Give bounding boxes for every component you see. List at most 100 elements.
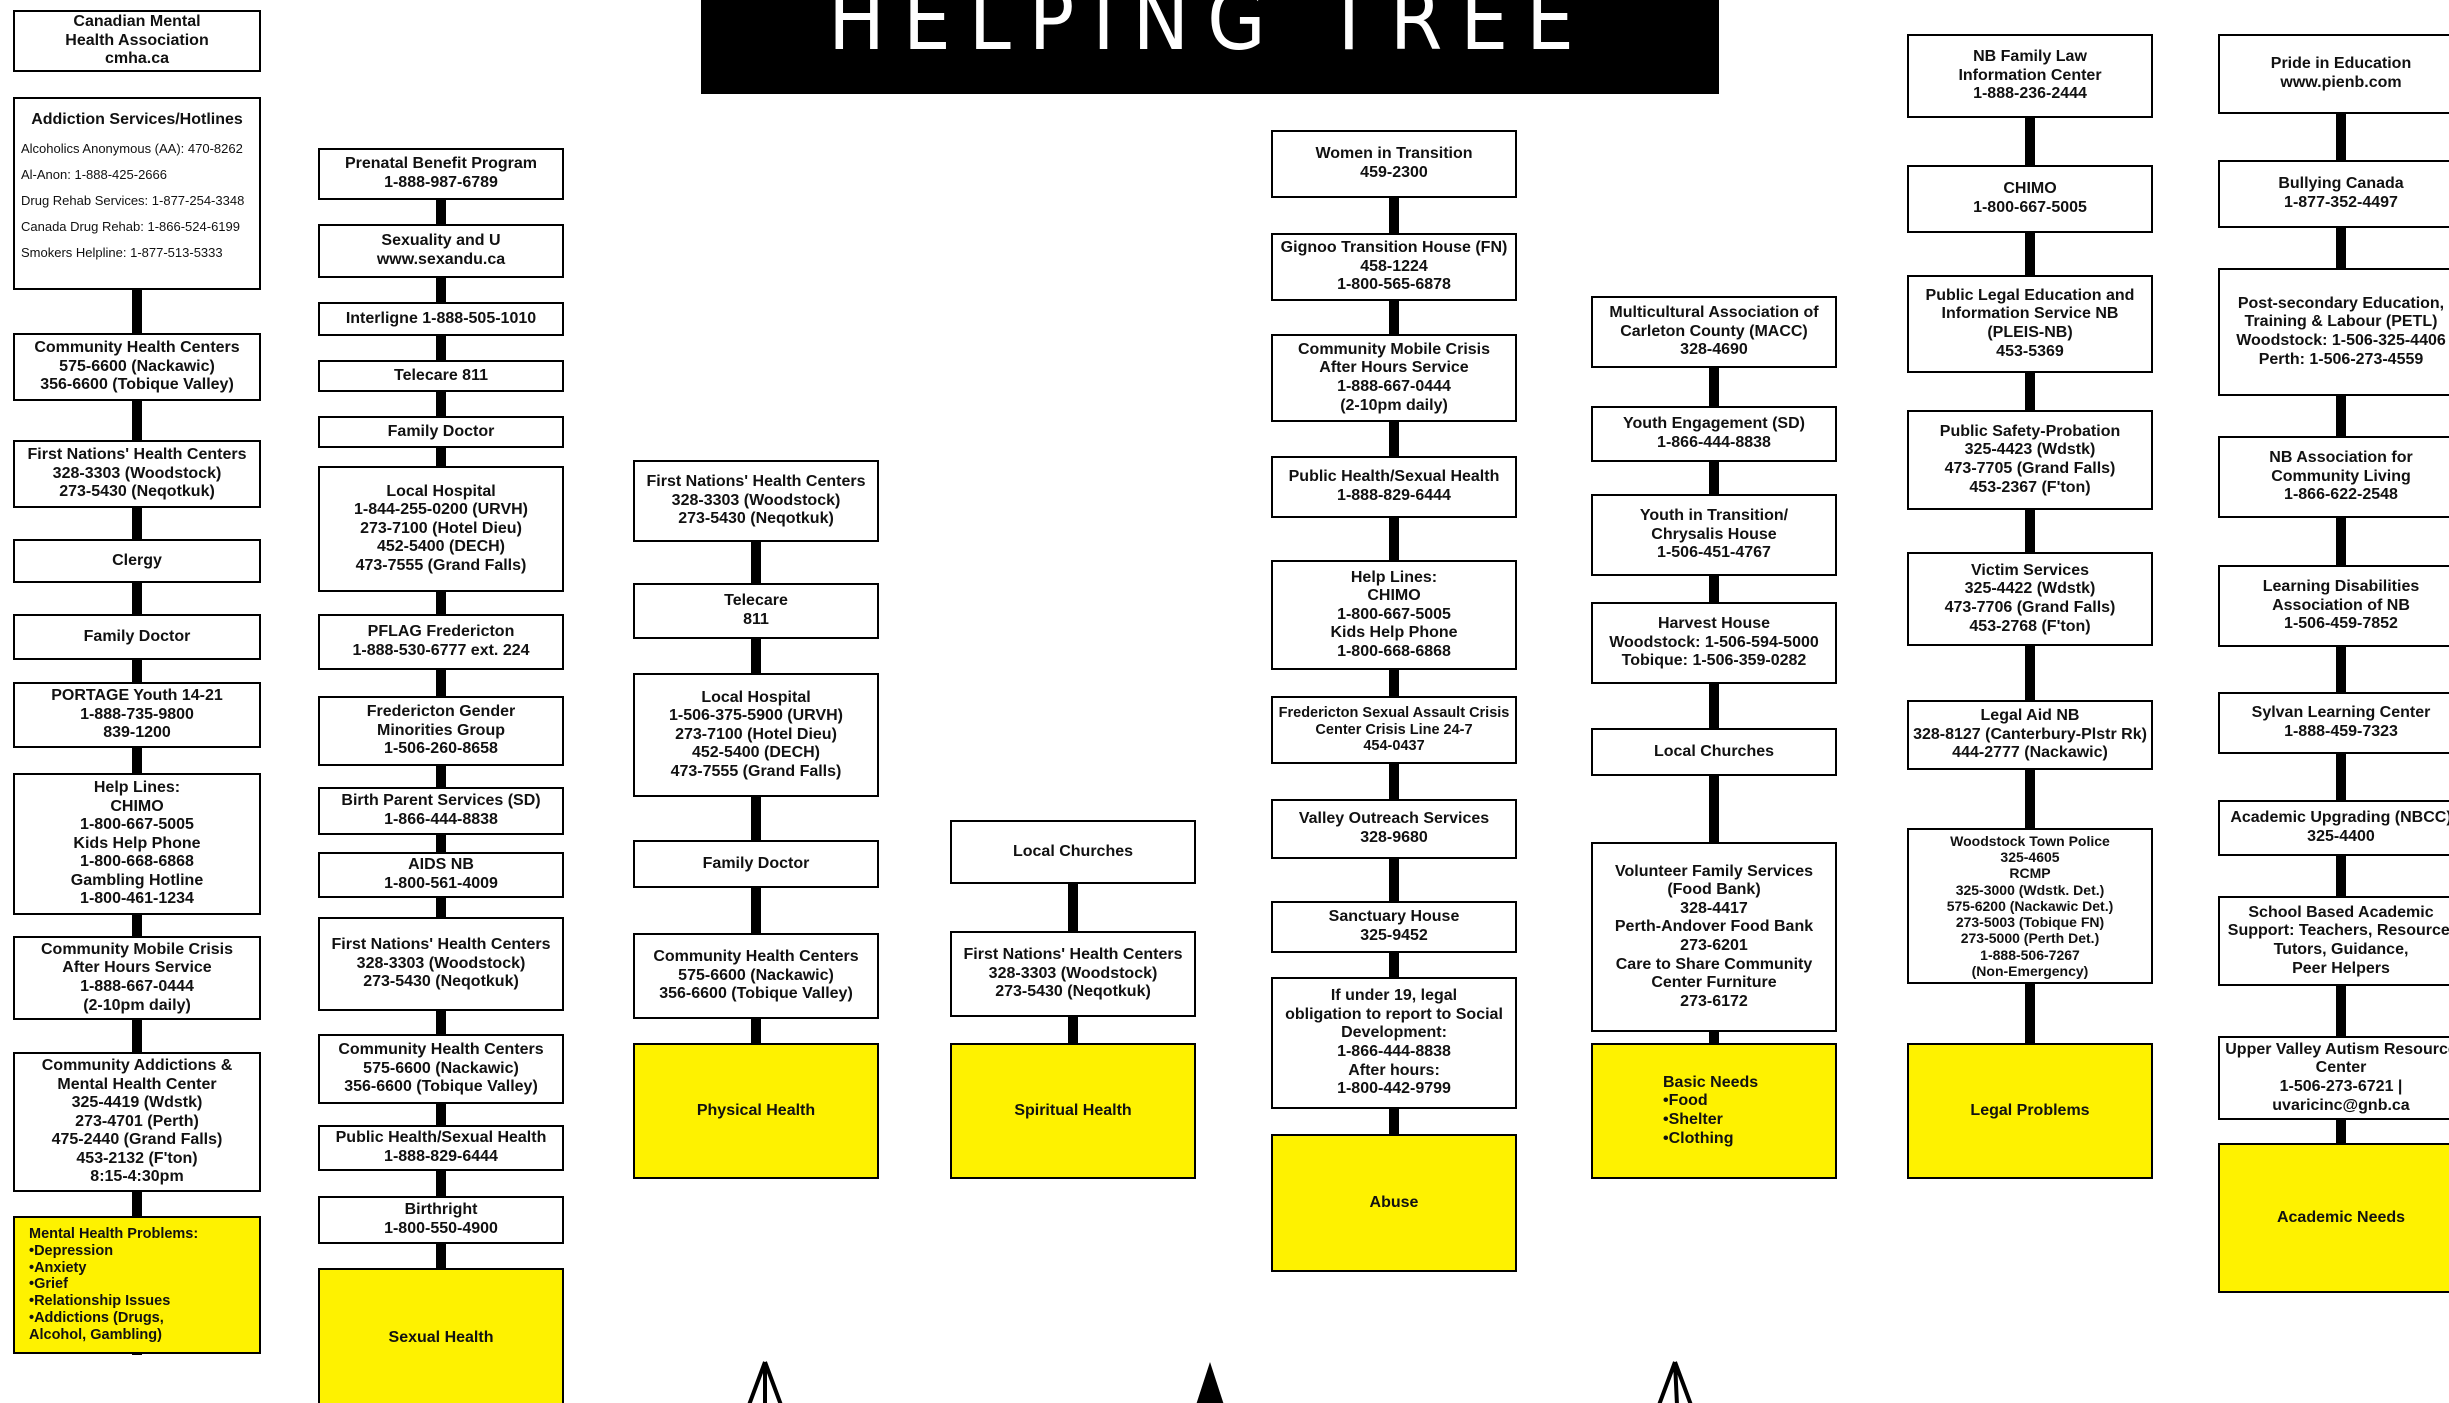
column-legal-problems: NB Family Law Information Center 1-888-2…: [1907, 0, 2153, 1403]
resource-box: Academic Upgrading (NBCC) 325-4400: [2218, 800, 2449, 856]
resource-box: Local Hospital 1-844-255-0200 (URVH) 273…: [318, 466, 564, 592]
resource-box: Birth Parent Services (SD) 1-866-444-883…: [318, 787, 564, 835]
category-box-academic-needs: Academic Needs: [2218, 1143, 2449, 1293]
hotline-entry: Drug Rehab Services: 1-877-254-3348: [21, 192, 245, 208]
trunk-line: [436, 148, 446, 1403]
category-title: Basic Needs: [1663, 1073, 1759, 1091]
tent-icon-right: [1657, 1361, 1693, 1403]
resource-box: AIDS NB 1-800-561-4009: [318, 852, 564, 898]
hotline-list-title: Addiction Services/Hotlines: [31, 111, 243, 128]
resource-box: Women in Transition 459-2300: [1271, 130, 1517, 198]
category-item: •Food: [1663, 1092, 1708, 1110]
tent-icon-middle: [1196, 1362, 1224, 1403]
category-item: •Grief: [29, 1276, 68, 1293]
resource-box: Volunteer Family Services (Food Bank) 32…: [1591, 842, 1837, 1032]
category-box-mental-health: Mental Health Problems:•Depression•Anxie…: [13, 1216, 261, 1354]
resource-box: Youth Engagement (SD) 1-866-444-8838: [1591, 406, 1837, 462]
resource-box: Telecare 811: [318, 360, 564, 392]
category-item: •Addictions (Drugs, Alcohol, Gambling): [29, 1310, 164, 1343]
resource-box: Learning Disabilities Association of NB …: [2218, 565, 2449, 647]
resource-box: If under 19, legal obligation to report …: [1271, 977, 1517, 1109]
resource-box: CHIMO 1-800-667-5005: [1907, 165, 2153, 233]
hotline-entry: Canada Drug Rehab: 1-866-524-6199: [21, 218, 240, 234]
resource-box: Post-secondary Education, Training & Lab…: [2218, 268, 2449, 396]
resource-box: Sexuality and U www.sexandu.ca: [318, 224, 564, 278]
resource-box: Family Doctor: [633, 840, 879, 888]
title-banner: HELPING TREE: [701, 0, 1719, 94]
category-item: •Anxiety: [29, 1259, 87, 1276]
resource-box: Upper Valley Autism Resource Center 1-50…: [2218, 1036, 2449, 1120]
category-box-legal-problems: Legal Problems: [1907, 1043, 2153, 1179]
resource-box: First Nations' Health Centers 328-3303 (…: [318, 917, 564, 1011]
resource-box: Legal Aid NB 328-8127 (Canterbury-Plstr …: [1907, 700, 2153, 770]
resource-box: Multicultural Association of Carleton Co…: [1591, 296, 1837, 368]
category-item: •Clothing: [1663, 1129, 1734, 1147]
resource-box: Community Health Centers 575-6600 (Nacka…: [318, 1034, 564, 1104]
tent-icon-left: [747, 1361, 783, 1403]
hotline-entry: Al-Anon: 1-888-425-2666: [21, 166, 167, 182]
resource-box: Harvest House Woodstock: 1-506-594-5000 …: [1591, 602, 1837, 684]
category-box-physical-health: Physical Health: [633, 1043, 879, 1179]
resource-box: Public Safety-Probation 325-4423 (Wdstk)…: [1907, 410, 2153, 510]
resource-box: Help Lines: CHIMO 1-800-667-5005 Kids He…: [13, 773, 261, 915]
resource-box: Public Health/Sexual Health 1-888-829-64…: [1271, 456, 1517, 518]
resource-box: First Nations' Health Centers 328-3303 (…: [950, 931, 1196, 1017]
column-physical-health: First Nations' Health Centers 328-3303 (…: [633, 0, 879, 1403]
resource-box: Victim Services 325-4422 (Wdstk) 473-770…: [1907, 552, 2153, 646]
resource-box: Local Churches: [1591, 728, 1837, 776]
category-item: •Shelter: [1663, 1111, 1723, 1128]
resource-box: Woodstock Town Police 325-4605 RCMP 325-…: [1907, 828, 2153, 984]
resource-box: Prenatal Benefit Program 1-888-987-6789: [318, 148, 564, 200]
resource-box: Youth in Transition/ Chrysalis House 1-5…: [1591, 494, 1837, 576]
category-title: Mental Health Problems:: [29, 1226, 199, 1242]
resource-box: Community Addictions & Mental Health Cen…: [13, 1052, 261, 1192]
resource-box: PORTAGE Youth 14-21 1-888-735-9800 839-1…: [13, 682, 261, 748]
resource-box: Birthright 1-800-550-4900: [318, 1196, 564, 1244]
resource-box: Fredericton Gender Minorities Group 1-50…: [318, 696, 564, 766]
page-title: HELPING TREE: [828, 0, 1592, 69]
category-box-sexual-health: Sexual Health: [318, 1268, 564, 1403]
resource-box: Bullying Canada 1-877-352-4497: [2218, 160, 2449, 228]
resource-box: Interligne 1-888-505-1010: [318, 302, 564, 336]
resource-box: Community Health Centers 575-6600 (Nacka…: [13, 333, 261, 401]
resource-box: PFLAG Fredericton 1-888-530-6777 ext. 22…: [318, 614, 564, 670]
resource-box: Fredericton Sexual Assault Crisis Center…: [1271, 696, 1517, 764]
resource-box: School Based Academic Support: Teachers,…: [2218, 896, 2449, 986]
resource-box: NB Association for Community Living 1-86…: [2218, 436, 2449, 518]
resource-box: Public Legal Education and Information S…: [1907, 275, 2153, 373]
resource-box: Pride in Education www.pienb.com: [2218, 34, 2449, 114]
hotline-entry: Alcoholics Anonymous (AA): 470-8262: [21, 140, 243, 156]
resource-box: Canadian Mental Health Association cmha.…: [13, 10, 261, 72]
column-mental-health: Canadian Mental Health Association cmha.…: [13, 0, 261, 1403]
resource-box: Public Health/Sexual Health 1-888-829-64…: [318, 1125, 564, 1171]
resource-box: First Nations' Health Centers 328-3303 (…: [13, 440, 261, 508]
resource-box: Family Doctor: [318, 416, 564, 448]
column-basic-needs: Multicultural Association of Carleton Co…: [1591, 0, 1837, 1403]
resource-box: First Nations' Health Centers 328-3303 (…: [633, 460, 879, 542]
category-box-basic-needs: Basic Needs•Food•Shelter•Clothing: [1591, 1043, 1837, 1179]
resource-box: Sylvan Learning Center 1-888-459-7323: [2218, 692, 2449, 754]
resource-box: NB Family Law Information Center 1-888-2…: [1907, 34, 2153, 118]
resource-box: Clergy: [13, 539, 261, 583]
resource-box: Sanctuary House 325-9452: [1271, 901, 1517, 953]
resource-box: Telecare 811: [633, 583, 879, 639]
hotline-entry: Smokers Helpline: 1-877-513-5333: [21, 244, 223, 260]
category-box-abuse: Abuse: [1271, 1134, 1517, 1272]
resource-box: Community Mobile Crisis After Hours Serv…: [1271, 334, 1517, 422]
trunk-line: [2336, 34, 2346, 1277]
resource-box: Community Health Centers 575-6600 (Nacka…: [633, 933, 879, 1019]
category-box-spiritual-health: Spiritual Health: [950, 1043, 1196, 1179]
resource-box: Family Doctor: [13, 614, 261, 660]
category-item: •Relationship Issues: [29, 1293, 171, 1310]
resource-box: Help Lines: CHIMO 1-800-667-5005 Kids He…: [1271, 560, 1517, 670]
resource-box: Valley Outreach Services 328-9680: [1271, 799, 1517, 859]
resource-box: Local Hospital 1-506-375-5900 (URVH) 273…: [633, 673, 879, 797]
resource-box: Gignoo Transition House (FN) 458-1224 1-…: [1271, 233, 1517, 301]
resource-box: Local Churches: [950, 820, 1196, 884]
